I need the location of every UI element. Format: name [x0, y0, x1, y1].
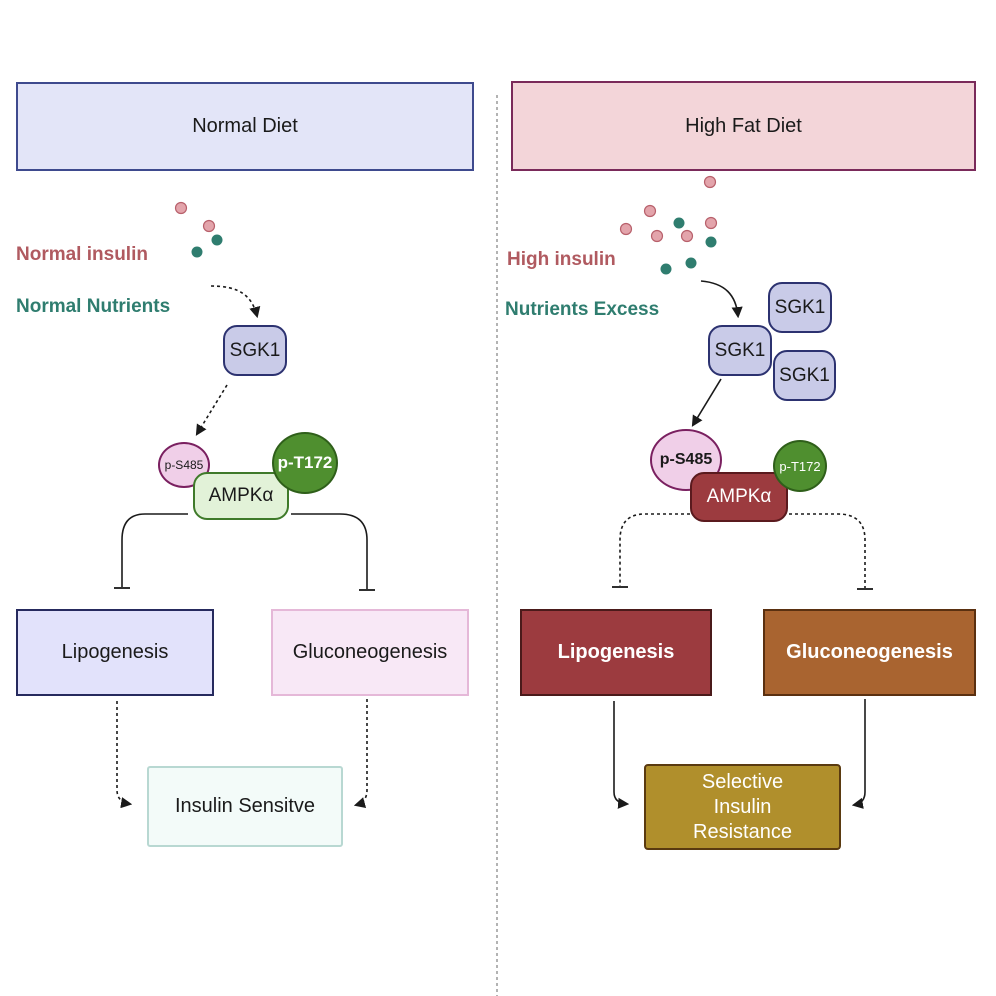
normal-sgk1: SGK1 [223, 325, 287, 376]
normal-ampk: AMPKα [193, 472, 289, 520]
hfd-pt172: p-T172 [773, 440, 827, 492]
hfd-selective-insulin-resistance-box: Selective Insulin Resistance [644, 764, 841, 850]
normal-lipogenesis-to-outcome-arrow [116, 701, 133, 809]
outcome-line: Insulin [713, 795, 772, 818]
normal-molecules [174, 201, 223, 258]
normal-diet-header: Normal Diet [16, 82, 474, 171]
hfd-nutrients-label: Nutrients Excess [505, 299, 660, 320]
hfd-gluconeogenesis-to-outcome-arrow [851, 699, 866, 809]
insulin-dot [703, 175, 717, 189]
normal-gluconeogenesis-to-outcome-arrow [353, 699, 368, 809]
hfd-sgk1-main: SGK1 [708, 325, 772, 376]
insulin-dot [174, 201, 188, 215]
normal-insulin-label: Normal insulin [16, 244, 148, 265]
normal-lipogenesis-box: Lipogenesis [16, 609, 214, 696]
normal-sgk1-to-ampk-arrow [195, 384, 228, 436]
hfd-ampk-inhibits-lipogenesis [619, 513, 690, 586]
normal-diet-header-text: Normal Diet [192, 115, 298, 137]
hfd-gluconeogenesis-box: Gluconeogenesis [763, 609, 976, 696]
hfd-molecules [619, 175, 718, 275]
hfd-sgk1-to-ampk-arrow [691, 378, 722, 427]
nutrient-dot [191, 246, 203, 258]
high-fat-diet-header: High Fat Diet [511, 81, 976, 171]
outcome-line: Resistance [693, 820, 792, 843]
hfd-sgk1-extra: SGK1 [773, 350, 836, 401]
hfd-lipogenesis-to-outcome-arrow [613, 701, 630, 809]
normal-ampk-inhibits-gluconeogenesis [291, 513, 368, 589]
normal-ampk-inhibits-lipogenesis [121, 513, 188, 587]
hfd-insulin-label: High insulin [507, 249, 616, 270]
insulin-dot [680, 229, 694, 243]
normal-insulin-sensitive-box: Insulin Sensitve [147, 766, 343, 847]
nutrient-dot [211, 234, 223, 246]
hfd-ampk-inhibits-gluconeogenesis [789, 513, 866, 588]
nutrient-dot [705, 236, 717, 248]
normal-pt172: p-T172 [272, 432, 338, 494]
hfd-lipogenesis-box: Lipogenesis [520, 609, 712, 696]
nutrient-dot [685, 257, 697, 269]
normal-gluconeogenesis-box: Gluconeogenesis [271, 609, 469, 696]
normal-nutrients-label: Normal Nutrients [16, 296, 171, 317]
insulin-dot [202, 219, 216, 233]
outcome-line: Selective [701, 770, 784, 793]
insulin-dot [643, 204, 657, 218]
nutrient-dot [673, 217, 685, 229]
hfd-nutrient-to-sgk1-arrow [700, 280, 743, 319]
insulin-dot [704, 216, 718, 230]
hfd-ampk: AMPKα [690, 472, 788, 522]
insulin-dot [619, 222, 633, 236]
normal-nutrient-to-sgk1-arrow [210, 285, 261, 319]
insulin-dot [650, 229, 664, 243]
high-fat-diet-header-text: High Fat Diet [685, 114, 802, 137]
hfd-sgk1-extra: SGK1 [768, 282, 832, 333]
nutrient-dot [660, 263, 672, 275]
